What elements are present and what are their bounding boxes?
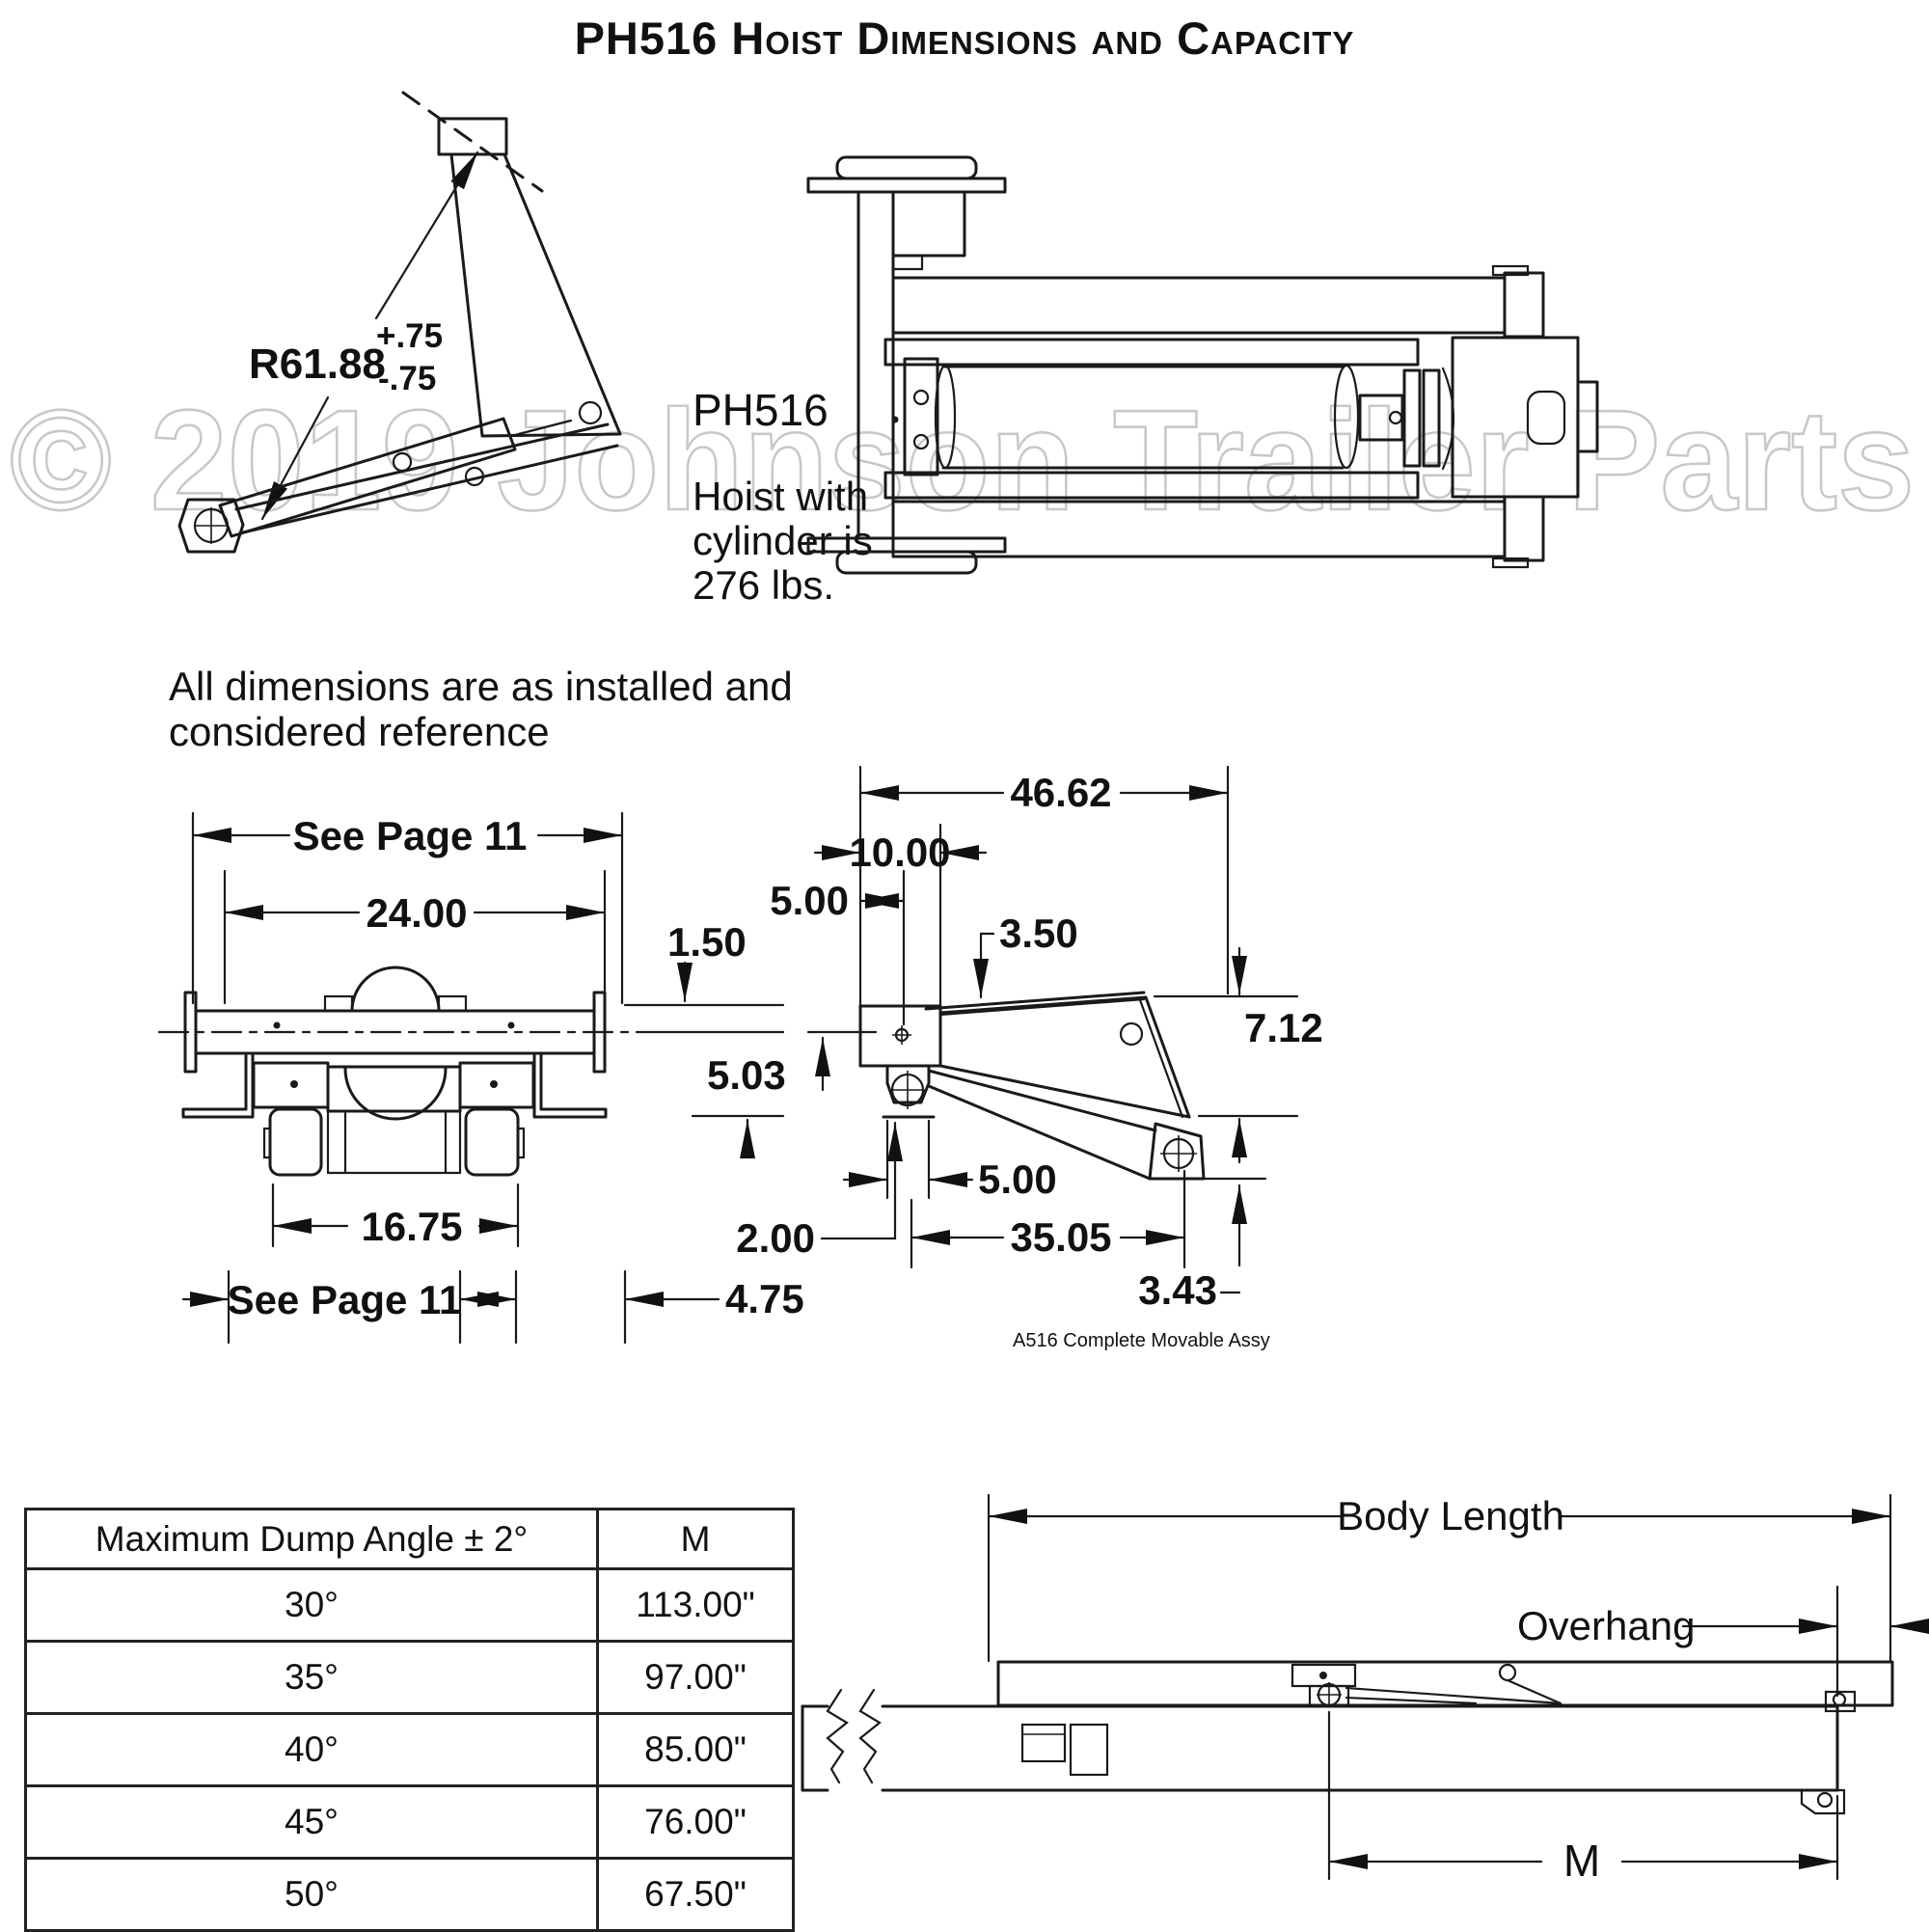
- page-title: PH516 Hoist Dimensions and Capacity: [574, 13, 1355, 64]
- angle-cell: 35°: [27, 1643, 599, 1712]
- weight-note: Hoist with cylinder is 276 lbs.: [693, 475, 873, 608]
- top-view-drawing: [806, 155, 1599, 575]
- table-row: 45° 76.00": [27, 1784, 792, 1857]
- table-row: 50° 67.50": [27, 1857, 792, 1929]
- m-cell: 67.50": [644, 1874, 747, 1914]
- dim-5-03: 5.03: [707, 1052, 786, 1098]
- radius-dimension: R61.88: [249, 340, 386, 388]
- assembly-caption: A516 Complete Movable Assy: [1013, 1330, 1270, 1351]
- m-cell: 76.00": [644, 1802, 747, 1841]
- reference-note: All dimensions are as installed and cons…: [169, 664, 793, 754]
- dim-10-00: 10.00: [849, 830, 950, 875]
- table-row: 30° 113.00": [27, 1567, 792, 1640]
- model-label: PH516: [693, 385, 829, 435]
- dim-24-00: 24.00: [366, 890, 467, 936]
- table-row: 35° 97.00": [27, 1640, 792, 1712]
- weight-note-line3: 276 lbs.: [693, 562, 835, 608]
- m-cell: 97.00": [644, 1657, 747, 1697]
- body-length-label: Body Length: [1337, 1493, 1564, 1538]
- dim-5-00-lower: 5.00: [978, 1156, 1057, 1202]
- dim-1-50: 1.50: [667, 919, 747, 965]
- installed-view-dimension-lines: [987, 1493, 1929, 1881]
- tolerance-minus: -.75: [378, 360, 436, 397]
- raised-hoist-linework: [177, 91, 622, 554]
- dim-3-50: 3.50: [999, 911, 1078, 956]
- raised-hoist-drawing: R61.88 +.75 -.75: [177, 91, 622, 554]
- front-view-linework: [157, 966, 634, 1177]
- dim-see-page-bottom: See Page 11: [228, 1277, 462, 1322]
- m-dimension-label: M: [1563, 1836, 1600, 1886]
- dump-angle-table: Maximum Dump Angle ± 2° M 30° 113.00" 35…: [24, 1508, 795, 1932]
- dim-4-75: 4.75: [725, 1276, 804, 1321]
- top-view-linework: [806, 155, 1599, 575]
- dim-5-00-upper: 5.00: [770, 878, 849, 923]
- dim-3-43: 3.43: [1138, 1267, 1217, 1313]
- table-header-m: M: [680, 1518, 711, 1559]
- dim-2-00: 2.00: [736, 1215, 815, 1261]
- installed-view-drawing: Body Length Overhang M: [801, 1493, 1929, 1886]
- m-cell: 85.00": [644, 1729, 747, 1769]
- side-view-linework: [858, 991, 1206, 1181]
- angle-cell: 45°: [27, 1787, 599, 1857]
- dim-see-page-top: See Page 11: [293, 813, 528, 858]
- dim-35-05: 35.05: [1010, 1214, 1111, 1260]
- front-view-dimension-lines: [181, 811, 878, 1345]
- reference-note-line1: All dimensions are as installed and: [169, 664, 793, 709]
- angle-cell: 40°: [27, 1715, 599, 1784]
- angle-cell: 30°: [27, 1570, 599, 1640]
- table-row: 40° 85.00": [27, 1712, 792, 1784]
- reference-note-line2: considered reference: [169, 709, 550, 754]
- m-cell: 113.00": [636, 1585, 755, 1624]
- weight-note-line1: Hoist with: [693, 474, 869, 519]
- table-header-row: Maximum Dump Angle ± 2° M: [27, 1510, 792, 1567]
- side-view-drawing: 46.62 10.00 5.00 3.50 7.12 5.00 2.00 35.…: [736, 765, 1323, 1351]
- angle-cell: 50°: [27, 1860, 599, 1929]
- dim-16-75: 16.75: [361, 1204, 462, 1249]
- front-view-drawing: See Page 11 24.00 1.50 5.03 16.75 See Pa…: [157, 811, 878, 1345]
- overhang-label: Overhang: [1517, 1603, 1695, 1648]
- installed-view-linework: [801, 1660, 1894, 1815]
- weight-note-line2: cylinder is: [693, 518, 873, 563]
- side-view-dimension-lines: [813, 765, 1299, 1294]
- dim-46-62: 46.62: [1010, 770, 1111, 815]
- tolerance-plus: +.75: [376, 317, 443, 355]
- dim-7-12: 7.12: [1244, 1005, 1323, 1050]
- table-header-angle: Maximum Dump Angle ± 2°: [27, 1510, 599, 1567]
